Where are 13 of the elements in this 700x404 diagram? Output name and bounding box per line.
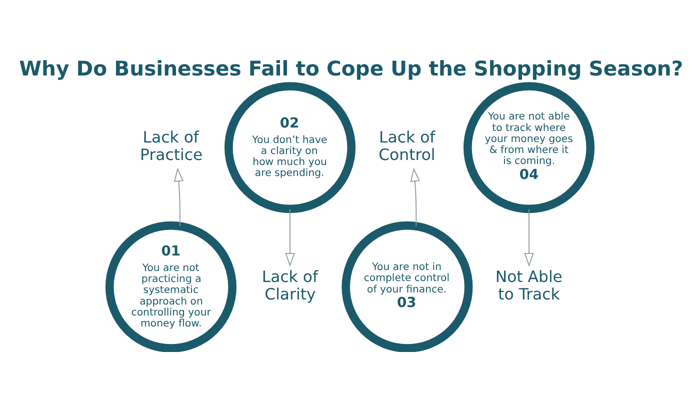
node-text: Lack of Practice: [140, 127, 203, 164]
node-circle: 02 You don’t have a clarity on how much you are spending.: [224, 82, 356, 213]
arrow: [524, 208, 534, 266]
node-circle: You are not able to track where your money goes & from where it is coming. 04: [464, 82, 595, 213]
node-text: Lack of Control: [378, 127, 436, 164]
node-text: Not Able to Track: [495, 266, 562, 303]
diagram-title: Why Do Businesses Fail to Cope Up the Shopping Season?: [19, 56, 684, 80]
node-text: Lack of Clarity: [262, 266, 318, 303]
arrow: [174, 167, 184, 226]
node-circle: You are not in complete control of your finance. 03: [342, 220, 473, 352]
arrow: [285, 208, 295, 266]
arrow: [410, 167, 420, 226]
node-circle: 01 You are not practicing a systematic approach on controlling your money flow.: [105, 220, 236, 352]
